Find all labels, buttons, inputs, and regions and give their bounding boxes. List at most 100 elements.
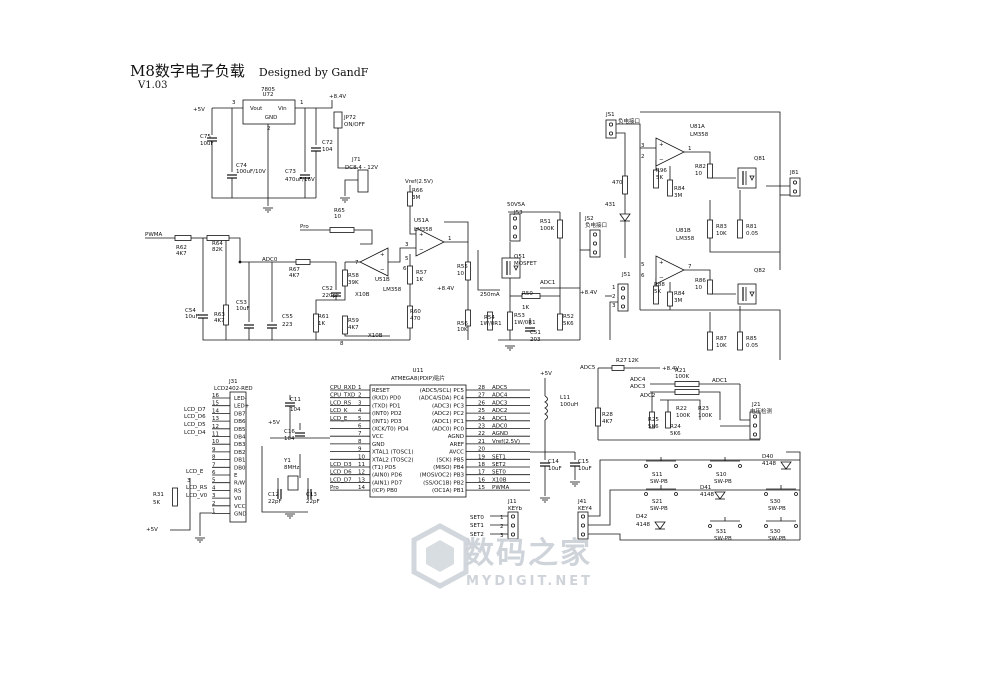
r89-ref: R84 — [674, 291, 685, 297]
mcu-pin-num: 13 — [358, 477, 365, 483]
d42-ref: D42 — [636, 514, 647, 520]
mcu-net-left: LCD_K — [330, 408, 348, 414]
c12-val: 22pF — [268, 499, 282, 505]
net-pwma: PWMA — [145, 232, 163, 238]
connector-pin — [510, 514, 515, 519]
lcd-pin-num: 14 — [212, 408, 219, 414]
cap-c73 — [300, 174, 310, 179]
connector-pin — [621, 295, 626, 300]
r53-ref: R53 — [514, 313, 525, 319]
r22-val: 100K — [676, 413, 690, 419]
mcu-pin-num: 5 — [358, 416, 362, 422]
r86-ref: R86 — [695, 278, 706, 284]
mcu-pin-name: AREF — [450, 442, 464, 448]
j11-pin2: 2 — [500, 524, 504, 530]
r51-ref: R51 — [540, 219, 551, 225]
d41-ref: D41 — [700, 485, 711, 491]
r58-val: 39K — [348, 280, 359, 286]
wire — [588, 489, 800, 526]
mcu-pin-name: (SCK) PB5 — [436, 457, 464, 463]
lcd-pin-name: DB4 — [234, 435, 246, 441]
r62-ref: R62 — [176, 245, 187, 251]
mcu-pin-name: (ADC3) PC3 — [432, 403, 465, 409]
mcu-pin-name: (INT1) PD3 — [372, 419, 402, 425]
p84v-top: +8.4V — [329, 94, 346, 100]
net-set0: SET0 — [470, 515, 484, 521]
mcu-pin-num: 15 — [478, 485, 485, 491]
wire — [295, 100, 333, 109]
resistor-470 — [622, 175, 628, 195]
tl431-label: 431 — [605, 202, 616, 208]
regulator-gnd: GND — [265, 115, 278, 121]
r25-val: 5K6 — [648, 424, 659, 430]
mcu-pin-name: (TXD) PD1 — [372, 403, 400, 409]
crystal-y1 — [287, 475, 299, 491]
button-s30a — [764, 485, 798, 496]
r84-val: 3M — [674, 193, 682, 199]
s21-val: SW-PB — [650, 506, 668, 512]
mcu-net-right: Vref(2.5V) — [492, 439, 520, 445]
cap-c75 — [207, 137, 217, 142]
c15-val: 10uF — [578, 466, 592, 472]
r59-ref: R59 — [348, 318, 359, 324]
ground-symbol — [570, 481, 580, 487]
mcu-pin-num: 2 — [358, 393, 362, 399]
button-s30b — [764, 517, 798, 528]
r60-ref: R60 — [410, 309, 421, 315]
mcu-pin-num: 28 — [478, 385, 485, 391]
wire — [199, 512, 212, 536]
lcd-net-d4: LCD_D4 — [184, 430, 206, 436]
r57-ref: R57 — [416, 270, 427, 276]
lcd-pin-num: 6 — [212, 470, 216, 476]
r66-ref: R66 — [412, 188, 423, 194]
c52-ref: C52 — [322, 286, 333, 292]
switch-jp72[interactable] — [333, 111, 343, 129]
mcu-pin-num: 20 — [478, 447, 485, 453]
u81a-pin1: 1 — [688, 146, 692, 152]
lcd-pin-name: VCC — [234, 504, 246, 510]
lcd-net-d7: LCD_D7 — [184, 407, 206, 413]
cap-c53 — [244, 324, 254, 329]
r470-val: 470 — [612, 180, 623, 186]
u81b-pin7: 7 — [688, 264, 692, 270]
lcd-pin-num: 4 — [212, 485, 216, 491]
cap-c16 — [295, 432, 305, 437]
u81a-pin3: 3 — [641, 143, 645, 149]
resistor-r84 — [667, 179, 673, 197]
wire — [229, 237, 296, 263]
mcu-pin-num: 17 — [478, 470, 485, 476]
s30b-ref: S30 — [770, 529, 781, 535]
lcd-pin-name: DB6 — [234, 419, 246, 425]
u51a-part: LM358 — [414, 227, 433, 233]
resistor-r53 — [507, 311, 513, 331]
u51a-pin1: 1 — [448, 236, 452, 242]
mcu-ref: U11 — [412, 368, 423, 374]
connector-pin — [581, 514, 586, 519]
lcd-pin-num: 10 — [212, 439, 219, 445]
c13-ref: C13 — [306, 492, 317, 498]
p5v-lcd: +5V — [146, 527, 158, 533]
p5v-mcu: +5V — [268, 420, 280, 426]
mcu-pin-name: (OC1A) PB1 — [432, 488, 464, 494]
lcd-pin-num: 13 — [212, 416, 219, 422]
dc-jack-j71 — [357, 169, 369, 193]
r63-ref: R63 — [214, 312, 225, 318]
j41-val: KEY4 — [578, 506, 592, 512]
mcu-pin-num: 21 — [478, 439, 485, 445]
mcu-pin-num: 16 — [478, 477, 485, 483]
net-set1: SET1 — [470, 523, 484, 529]
connector-pin — [793, 189, 798, 194]
mcu-net-left: LCD_E — [330, 416, 348, 422]
mcu-pin-num: 4 — [358, 408, 362, 414]
mcu-pin-name: (AIN1) PD7 — [372, 480, 403, 486]
r54-val: 1W/0R1 — [480, 321, 502, 327]
mcu-pin-num: 18 — [478, 462, 485, 468]
r55-val: 10 — [457, 271, 464, 277]
j71-val: DC8.4 - 12V — [345, 165, 378, 171]
mcu-net-left: CPU_RXD — [330, 385, 356, 391]
mcu-pin-name: (INT0) PD2 — [372, 411, 402, 417]
lcd-ref: J31 — [228, 379, 238, 385]
r60-val: 470 — [410, 316, 421, 322]
